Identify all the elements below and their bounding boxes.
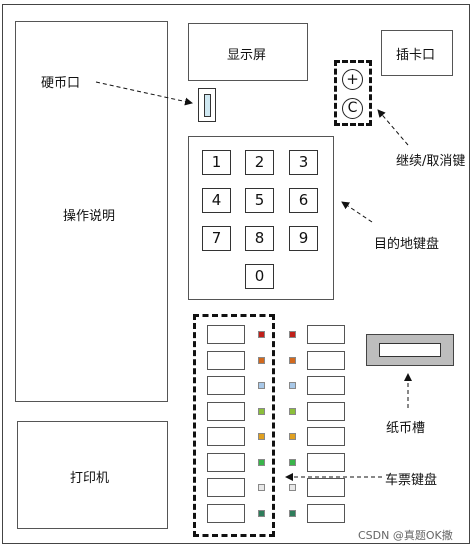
key-1[interactable]: 1 [202, 150, 231, 175]
card-slot[interactable] [381, 30, 453, 76]
printer-label: 打印机 [70, 471, 110, 486]
printer-panel [17, 421, 168, 529]
continue-cancel-group [334, 60, 372, 126]
ticket-led-left [258, 382, 265, 389]
ticket-key-right[interactable] [307, 376, 345, 395]
ticket-led-right [289, 484, 296, 491]
ticket-led-left [258, 458, 265, 466]
key-6[interactable]: 6 [289, 188, 318, 213]
note-slot[interactable] [366, 334, 454, 366]
ticket-key-left[interactable] [207, 503, 245, 523]
ticket-key-right[interactable] [307, 478, 345, 497]
ticket-keypad-label: 车票键盘 [385, 473, 438, 488]
ticket-led-left [258, 356, 265, 364]
key-5[interactable]: 5 [245, 188, 274, 213]
key-3[interactable]: 3 [289, 150, 318, 175]
ticket-led-left [258, 407, 265, 415]
ticket-key-right[interactable] [307, 350, 345, 370]
ticket-key-left[interactable] [207, 376, 245, 395]
ticket-led-left [258, 509, 265, 517]
display-screen-label: 显示屏 [227, 48, 267, 63]
ticket-key-left[interactable] [207, 325, 245, 344]
coin-slot[interactable] [198, 88, 216, 122]
note-slot-label: 纸币槽 [386, 421, 426, 436]
ticket-key-right[interactable] [307, 452, 345, 472]
destination-keypad-arrow [341, 201, 373, 223]
ticket-led-right [289, 331, 296, 338]
ticket-key-right[interactable] [307, 427, 345, 446]
ticket-led-right [289, 458, 296, 466]
ticket-key-left[interactable] [207, 452, 245, 472]
ticket-keypad-group [193, 314, 275, 537]
coin-slot-arrow [95, 81, 193, 106]
ticket-key-left[interactable] [207, 478, 245, 497]
destination-keypad-label: 目的地键盘 [374, 237, 440, 252]
key-9[interactable]: 9 [289, 226, 318, 251]
instructions-label: 操作说明 [63, 209, 116, 224]
card-slot-label: 插卡口 [396, 48, 436, 63]
key-2[interactable]: 2 [245, 150, 274, 175]
note-slot-opening [379, 343, 441, 357]
key-8[interactable]: 8 [245, 226, 274, 251]
display-screen [188, 23, 308, 81]
ticket-key-right[interactable] [307, 325, 345, 344]
ticket-led-right [289, 382, 296, 389]
coin-slot-opening [204, 94, 211, 117]
ticket-key-right[interactable] [307, 503, 345, 523]
ticket-led-right [289, 407, 296, 415]
ticket-key-left[interactable] [207, 350, 245, 370]
machine-frame [2, 4, 470, 544]
instructions-panel [15, 21, 168, 402]
continue-cancel-label: 继续/取消键 [396, 154, 466, 169]
ticket-key-left[interactable] [207, 401, 245, 421]
continue-cancel-arrow [377, 109, 409, 146]
continue-button[interactable]: + [342, 69, 363, 90]
ticket-led-left [258, 331, 265, 338]
ticket-key-left[interactable] [207, 427, 245, 446]
coin-slot-label: 硬币口 [41, 76, 81, 91]
ticket-led-left [258, 433, 265, 440]
ticket-key-right[interactable] [307, 401, 345, 421]
key-0[interactable]: 0 [245, 264, 274, 289]
watermark: CSDN @真题OK撒 [358, 529, 453, 542]
key-7[interactable]: 7 [202, 226, 231, 251]
key-4[interactable]: 4 [202, 188, 231, 213]
ticket-led-right [289, 433, 296, 440]
ticket-led-left [258, 484, 265, 491]
ticket-led-right [289, 509, 296, 517]
cancel-button[interactable]: C [342, 98, 363, 119]
ticket-led-right [289, 356, 296, 364]
